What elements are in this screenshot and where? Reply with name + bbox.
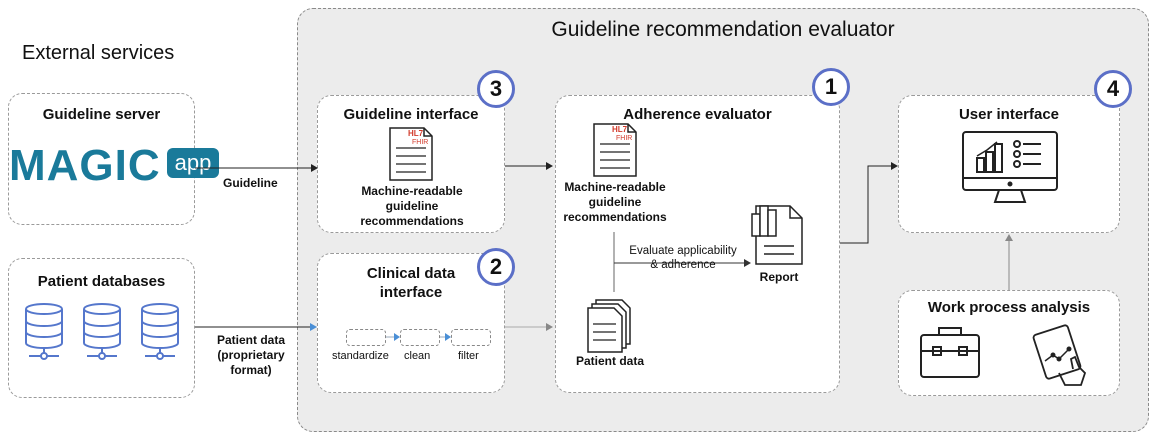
guideline-interface-title: Guideline interface [343,106,479,123]
doc-label-line: recommendations [360,214,464,228]
guideline-server-title: Guideline server [42,106,161,123]
doc-label-line: guideline [588,195,642,209]
evaluator-to-ui-arrow [840,165,892,244]
fhir-label: FHIR [616,135,632,142]
database-icon [83,303,121,360]
step-label-clean: clean [404,350,431,362]
hl7-label: HL7 [408,129,424,138]
doc-label-line: guideline [385,199,439,213]
badge-2: 2 [477,248,515,286]
clinical-title-line: Clinical data [366,265,456,282]
database-icon [141,303,179,360]
adherence-evaluator-title: Adherence evaluator [623,106,772,123]
evaluate-label-line: & adherence [650,259,716,271]
guideline-interface-doc-label: Machine-readable guideline recommendatio… [318,184,506,229]
external-services-heading: External services [22,42,175,64]
work-process-icons [920,324,1087,386]
report-label: Report [759,270,799,284]
database-icon [25,303,63,360]
doc-label-line: recommendations [563,210,667,224]
database-icons [25,303,179,360]
monitor-dashboard-icon [962,131,1058,203]
step-label-standardize: standardize [332,350,389,362]
clinical-interface-title: Clinical data interface [318,264,504,302]
step-label-filter: filter [458,350,479,362]
patient-data-label-line: Patient data [216,333,285,347]
hl7-label: HL7 [612,125,628,134]
patient-databases-box: Patient databases [8,258,195,398]
patient-data-label-line: (proprietary [217,348,285,362]
patient-data-label: Patient data [575,354,644,368]
guideline-arrow-label: Guideline [223,176,278,190]
adherence-doc-label: Machine-readable guideline recommendatio… [556,180,674,225]
magic-logo-text: MAGIC [9,141,161,190]
patient-databases-title: Patient databases [37,273,166,290]
fhir-document-icon: HL7 FHIR [593,123,637,177]
hand-tablet-chart-icon [1032,324,1087,386]
doc-label-line: Machine-readable [361,184,463,198]
step-box-standardize [346,329,386,346]
evaluator-heading: Guideline recommendation evaluator [551,18,895,41]
doc-label-line: Machine-readable [564,180,666,194]
user-interface-title: User interface [958,106,1060,123]
guideline-interface-box: Guideline interface HL7 FHIR Machine-rea… [317,95,505,233]
adherence-evaluator-box: Adherence evaluator HL7 FHIR [555,95,840,393]
clinical-title-line: interface [379,284,443,301]
evaluate-label-line: Evaluate applicability [629,245,737,257]
fhir-label: FHIR [412,139,428,146]
user-interface-box: User interface [898,95,1120,233]
report-icon [751,205,803,265]
fhir-document-icon: HL7 FHIR [389,127,433,181]
badge-1: 1 [812,68,850,106]
clinical-data-interface-box: Clinical data interface standardize clea… [317,253,505,393]
badge-4: 4 [1094,70,1132,108]
patient-data-document-icon [587,299,631,353]
evaluate-label: Evaluate applicability & adherence [620,244,746,272]
patient-data-label-line: format) [230,363,272,377]
magic-logo-badge: app [166,148,220,178]
patient-data-arrow-label: Patient data (proprietary format) [206,333,296,378]
step-arrows [386,333,451,341]
step-box-filter [451,329,491,346]
adherence-graphics: HL7 FHIR [587,123,803,353]
step-box-clean [400,329,440,346]
work-process-analysis-box: Work process analysis [898,290,1120,396]
work-process-title: Work process analysis [927,299,1091,316]
badge-3: 3 [477,70,515,108]
briefcase-icon [920,327,980,378]
